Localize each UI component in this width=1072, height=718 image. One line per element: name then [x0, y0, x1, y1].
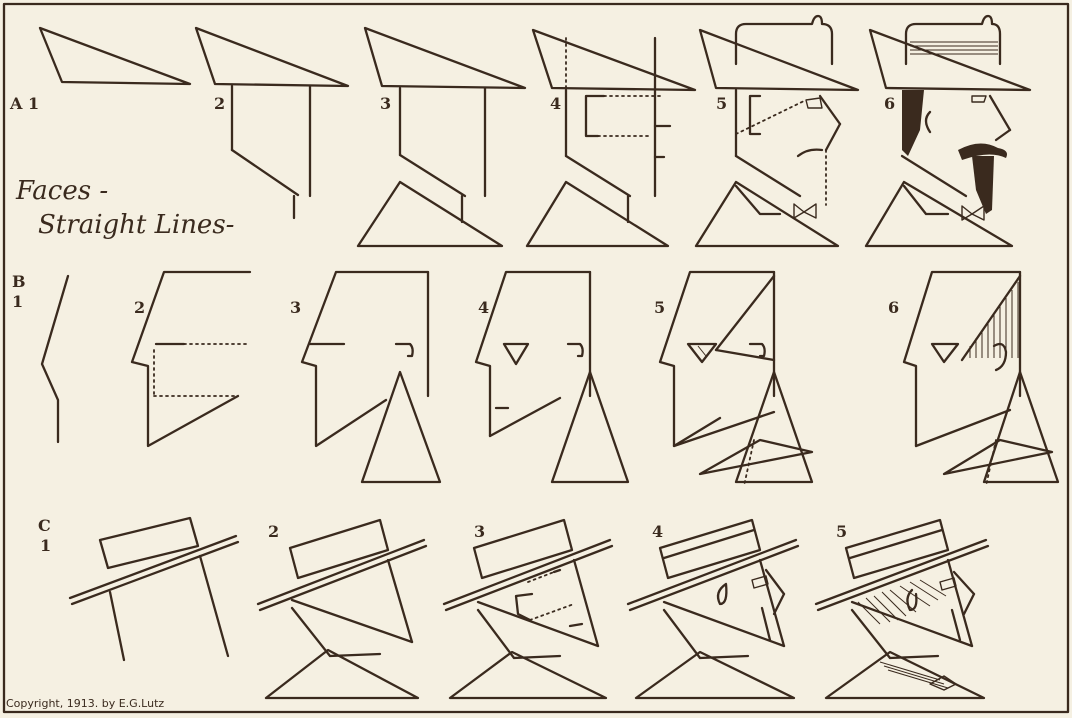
label-c2: 2 — [268, 522, 279, 541]
label-c4: 4 — [652, 522, 663, 541]
copyright-notice: Copyright, 1913. by E.G.Lutz — [6, 697, 164, 710]
label-a3: 3 — [380, 94, 391, 113]
figure-a3 — [358, 28, 525, 246]
label-b3: 3 — [290, 298, 301, 317]
title-line-2: Straight Lines- — [38, 210, 234, 240]
label-b: B — [12, 272, 26, 291]
label-b5: 5 — [654, 298, 665, 317]
label-c1: 1 — [40, 536, 51, 555]
figure-b3 — [302, 272, 440, 482]
label-b6: 6 — [888, 298, 899, 317]
figure-a4 — [527, 30, 695, 246]
figure-c2 — [258, 520, 426, 698]
figure-b2 — [132, 272, 250, 446]
label-a1: A 1 — [10, 94, 39, 113]
figure-c5 — [816, 520, 988, 698]
title-line-1: Faces - — [16, 176, 108, 206]
label-b1: 1 — [12, 292, 23, 311]
figure-a2 — [196, 28, 348, 218]
label-c: C — [38, 516, 51, 535]
label-c5: 5 — [836, 522, 847, 541]
label-a6: 6 — [884, 94, 895, 113]
figure-b6 — [904, 272, 1058, 486]
figure-b1 — [42, 276, 68, 442]
label-a5: 5 — [716, 94, 727, 113]
figure-a5 — [696, 16, 858, 246]
label-c3: 3 — [474, 522, 485, 541]
label-a2: 2 — [214, 94, 225, 113]
figure-b4 — [476, 272, 628, 482]
label-b4: 4 — [478, 298, 489, 317]
figure-c1 — [70, 518, 238, 660]
figure-c3 — [444, 520, 612, 698]
figure-a1 — [40, 28, 190, 84]
figure-a6 — [866, 16, 1030, 246]
label-a4: 4 — [550, 94, 561, 113]
figure-b5 — [660, 272, 812, 486]
label-b2: 2 — [134, 298, 145, 317]
figure-c4 — [628, 520, 798, 698]
